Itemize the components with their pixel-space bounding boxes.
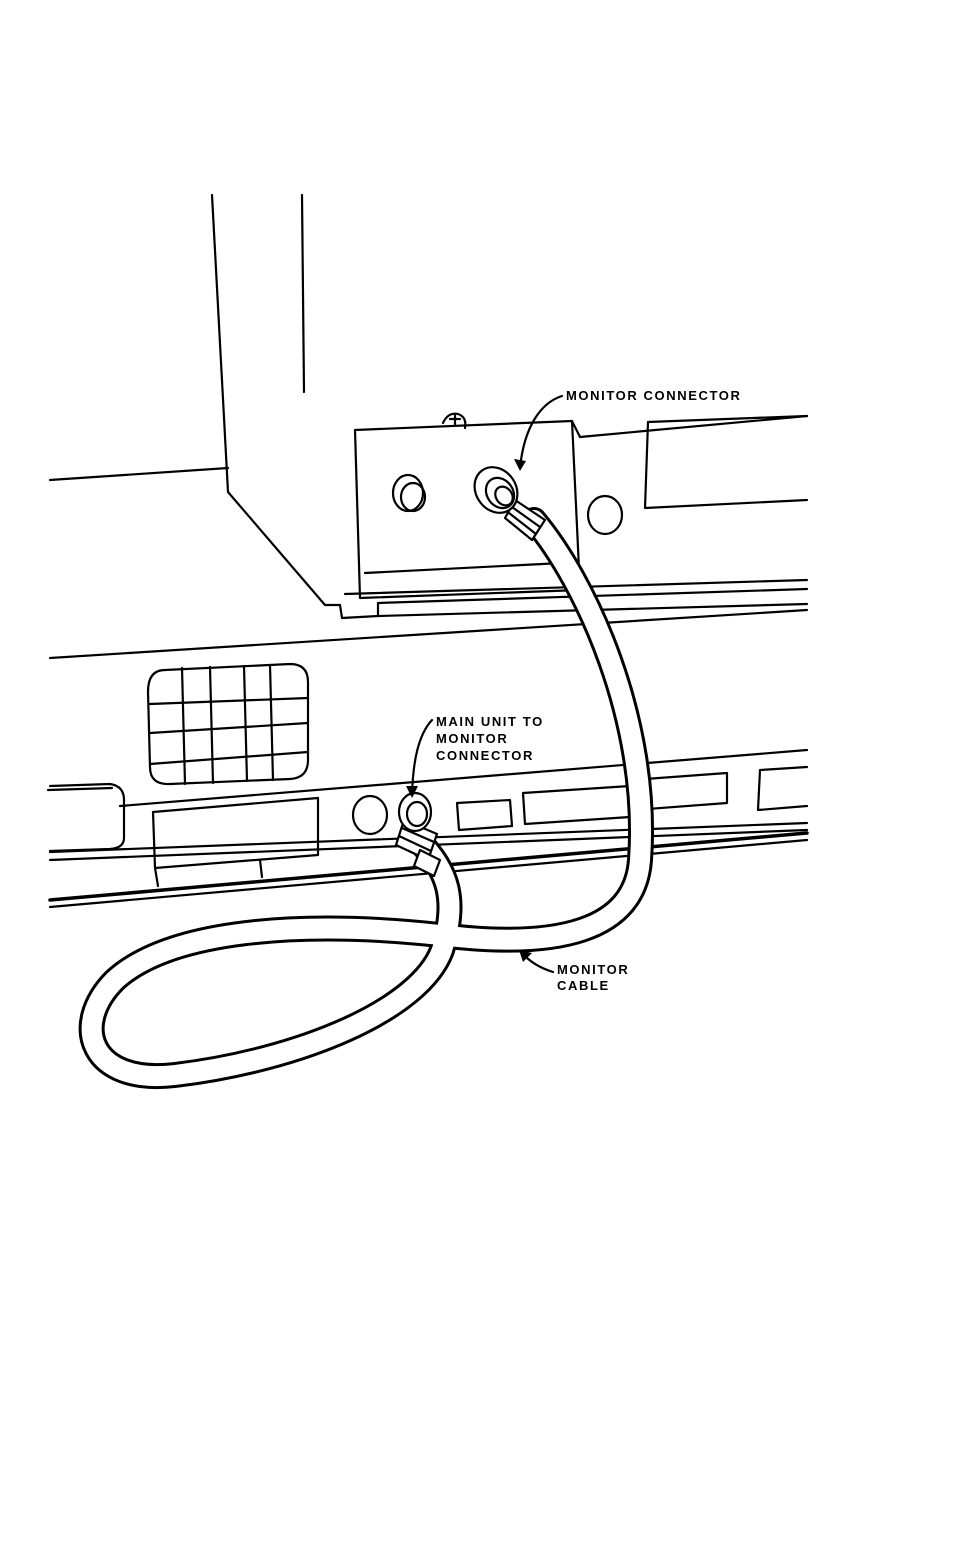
label-main-unit-line3: CONNECTOR: [436, 748, 534, 763]
monitor-housing: [48, 193, 809, 620]
label-main-unit-line1: MAIN UNIT TO: [436, 714, 544, 729]
main-unit-port-medium: [521, 784, 632, 826]
main-unit-port-small: [455, 798, 514, 832]
main-unit-label-plate: [151, 796, 320, 888]
monitor-cable: [78, 507, 654, 1090]
monitor-end-plug-icon: [473, 466, 547, 542]
label-main-unit-line2: MONITOR: [436, 731, 509, 746]
callout-arrow-main-unit-connector: [406, 718, 434, 798]
monitor-slot: [643, 414, 809, 510]
main-unit-hole-icon: [351, 794, 389, 836]
left-slot: [48, 782, 126, 853]
monitor-knob-icon: [391, 473, 427, 513]
main-unit-end-plug-icon: [394, 791, 442, 878]
label-monitor-cable-line1: MONITOR: [557, 962, 630, 977]
callout-arrow-monitor-cable: [519, 950, 555, 974]
ventilation-grille: [146, 662, 310, 786]
panel-screw-icon: [441, 412, 467, 430]
label-monitor-cable-line2: CABLE: [557, 978, 610, 993]
main-unit-port-edge: [756, 765, 809, 812]
callout-arrow-monitor-connector: [514, 394, 564, 471]
label-monitor-connector: MONITOR CONNECTOR: [566, 388, 742, 403]
monitor-hole-icon: [586, 494, 624, 536]
